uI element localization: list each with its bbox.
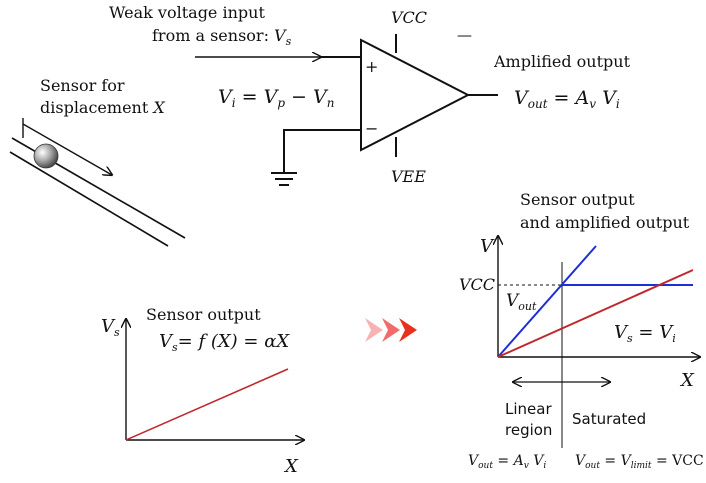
vcc-tick-label: VCC <box>459 275 495 294</box>
vee-label: VEE <box>391 167 426 186</box>
saturated-label: Saturated <box>572 410 646 428</box>
output-title: Amplified output <box>493 52 631 71</box>
right-chart-y-label: V <box>480 236 495 257</box>
sensor-chart-title: Sensor output <box>146 305 261 324</box>
opamp-triangle <box>360 38 471 152</box>
saturated-equation: Vout = Vlimit = VCC <box>575 453 704 471</box>
ground-icon <box>271 172 297 186</box>
inverting-lead <box>283 129 361 172</box>
minus-sign: − <box>365 119 378 138</box>
linear-label-line1: Linear <box>505 400 552 418</box>
right-chart-title-line1: Sensor output <box>520 190 635 209</box>
input-label-line1: Weak voltage input <box>109 3 265 22</box>
linear-label-line2: region <box>505 421 552 439</box>
vi-equation: Vi = Vp − Vn <box>218 86 334 110</box>
small-dash: — <box>457 26 472 44</box>
sensor-output-line <box>125 368 289 441</box>
amplified-output-chart: Sensor output and amplified output V X V… <box>459 190 704 471</box>
sensor-output-line-right <box>497 269 694 358</box>
sensor-output-chart: Sensor output Vs= f (X) = αX Vs X <box>101 305 304 477</box>
sensor-ball <box>33 143 59 169</box>
displacement-arrow <box>22 123 112 175</box>
input-label-line2: from a sensor: Vs <box>152 26 292 48</box>
linear-equation: Vout = Av Vi <box>468 453 546 471</box>
plus-sign: + <box>365 57 378 76</box>
right-chart-x-label: X <box>679 370 695 391</box>
output-equation: Vout = Av Vi <box>514 87 620 111</box>
sensor-chart-x-label: X <box>283 456 299 477</box>
chevron-arrows-icon <box>365 318 417 342</box>
amplified-linear-line <box>497 245 597 358</box>
vout-label: Vout <box>506 291 537 313</box>
vs-equals-vi-label: Vs = Vi <box>614 322 676 345</box>
right-chart-title-line2: and amplified output <box>520 213 690 232</box>
vcc-label: VCC <box>391 8 427 27</box>
sensor-label-line1: Sensor for <box>40 76 125 95</box>
sensor-chart-equation: Vs= f (X) = αX <box>159 331 290 354</box>
sensor-label-line2: displacement X <box>40 98 165 117</box>
sensor-chart-y-label: Vs <box>101 316 120 339</box>
